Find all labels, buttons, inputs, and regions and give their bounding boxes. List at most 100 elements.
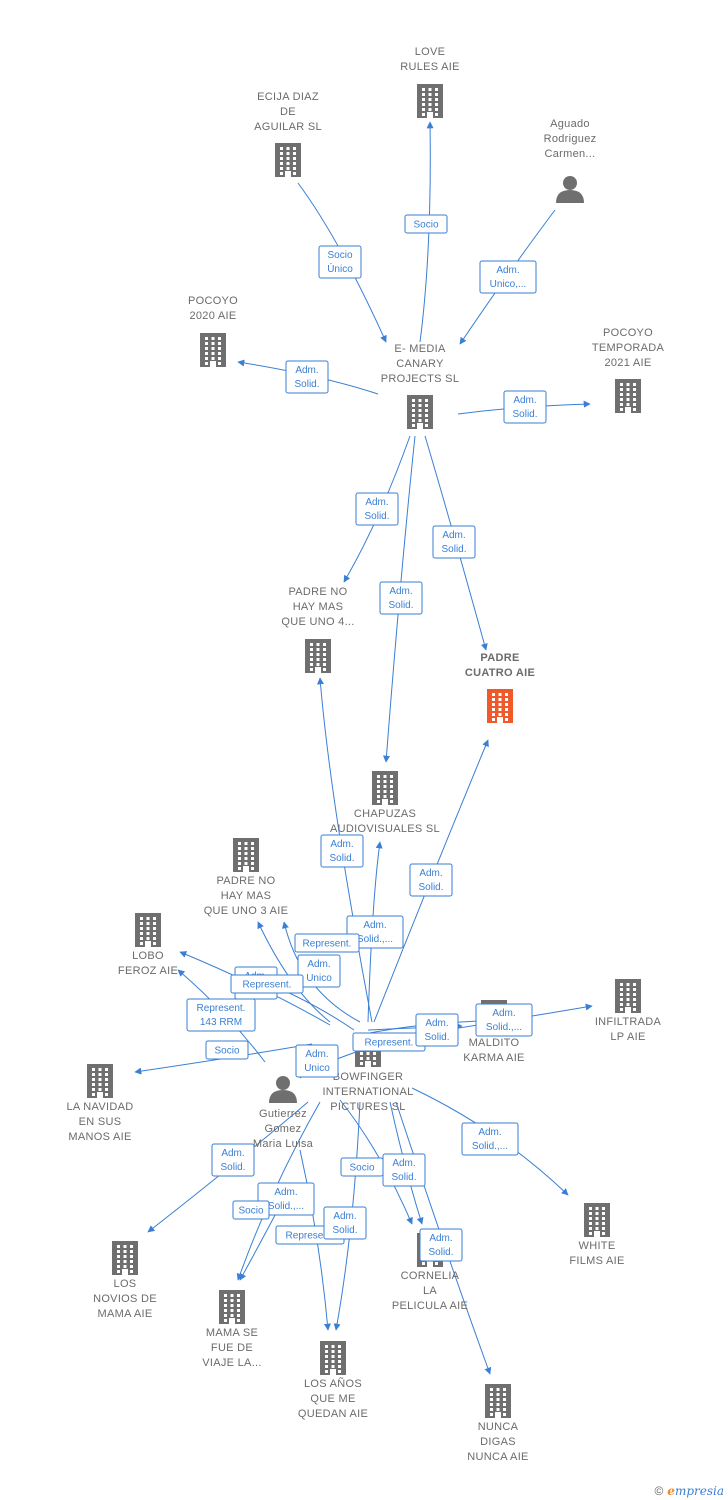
edge-label-text: Adm. bbox=[365, 497, 388, 508]
edge-label[interactable]: Adm.Unico bbox=[297, 954, 341, 988]
building-icon bbox=[407, 395, 433, 429]
node-label: LOBO bbox=[132, 950, 164, 962]
edge-label-text: Solid.,... bbox=[486, 1022, 522, 1033]
node-label: AGUILAR SL bbox=[254, 121, 322, 133]
node-label: MALDITO bbox=[469, 1037, 520, 1049]
edge-label-text: Solid.,... bbox=[268, 1201, 304, 1212]
edge-label-text: Unico bbox=[304, 1063, 330, 1074]
building-icon bbox=[112, 1241, 138, 1275]
node-label: PICTURES SL bbox=[330, 1101, 405, 1113]
node-label: Carmen... bbox=[545, 148, 596, 160]
edge-label[interactable]: Adm.Unico,... bbox=[479, 260, 537, 294]
edge-label[interactable]: Represent. bbox=[294, 933, 360, 953]
edge-label[interactable]: Adm.Solid. bbox=[379, 581, 423, 615]
building-icon bbox=[584, 1203, 610, 1237]
node-label: POCOYO bbox=[603, 327, 653, 339]
edge-label[interactable]: Represent. bbox=[230, 974, 304, 994]
edge-label[interactable]: Adm.Solid. bbox=[409, 863, 453, 897]
edge-label-box bbox=[257, 1182, 315, 1216]
edge-label[interactable]: Adm.Solid.,... bbox=[461, 1122, 519, 1156]
edge-label-box bbox=[230, 974, 304, 994]
edge-label[interactable]: Adm. Solid. bbox=[503, 390, 547, 424]
edge-label[interactable]: Adm.Solid.,... bbox=[257, 1182, 315, 1216]
edge-label[interactable]: Adm.Solid. bbox=[323, 1206, 367, 1240]
edge-label-box bbox=[211, 1143, 255, 1177]
node-label: AUDIOVISUALES SL bbox=[330, 823, 440, 835]
edge-label-text: Solid. bbox=[512, 409, 537, 420]
edge-label[interactable]: Adm.Solid. bbox=[320, 834, 364, 868]
edge-label-box bbox=[297, 954, 341, 988]
node-label: MAMA SE bbox=[206, 1327, 258, 1339]
edge-label[interactable]: Adm.Solid. bbox=[419, 1228, 463, 1262]
building-icon bbox=[87, 1064, 113, 1098]
edge-label[interactable]: Adm.Solid.,... bbox=[346, 915, 404, 949]
edge-label-text: Adm. bbox=[419, 868, 442, 879]
node-label: MANOS AIE bbox=[68, 1131, 131, 1143]
edge-label-text: Solid. bbox=[364, 511, 389, 522]
edge-label[interactable]: Socio bbox=[232, 1200, 270, 1220]
edge-label[interactable]: Socio bbox=[205, 1040, 249, 1060]
node-chapuzas[interactable]: CHAPUZAS AUDIOVISUALES SL bbox=[330, 771, 440, 835]
node-label: HAY MAS bbox=[293, 601, 344, 613]
node-label: BOWFINGER bbox=[333, 1071, 404, 1083]
edge-label-text: Adm. bbox=[392, 1158, 415, 1169]
brand-logo: empresia bbox=[667, 1484, 724, 1498]
edge-label-text: Adm. bbox=[513, 395, 536, 406]
edge-label[interactable]: Adm.Solid. bbox=[382, 1153, 426, 1187]
edge-label[interactable]: Socio bbox=[404, 214, 448, 234]
footer-brand[interactable]: ©empresia bbox=[654, 1484, 724, 1498]
edge-label[interactable]: Adm.Solid. bbox=[211, 1143, 255, 1177]
node-label: KARMA AIE bbox=[463, 1052, 524, 1064]
edge-label[interactable]: Adm.Solid. bbox=[415, 1013, 459, 1047]
node-label: CANARY bbox=[396, 358, 444, 370]
node-label: PADRE NO bbox=[288, 586, 347, 598]
node-aguado[interactable]: AguadoRodriguezCarmen... bbox=[544, 118, 597, 203]
edge-line bbox=[419, 121, 434, 343]
node-label: QUE UNO 3 AIE bbox=[204, 905, 289, 917]
edge-label-text: Socio bbox=[238, 1206, 263, 1217]
edge-label-box bbox=[382, 1153, 426, 1187]
node-label: NUNCA AIE bbox=[467, 1451, 528, 1463]
edge-label[interactable]: Adm.Unico bbox=[295, 1044, 339, 1078]
edge-label[interactable]: Adm. Solid. bbox=[355, 492, 399, 526]
node-label: TEMPORADA bbox=[592, 342, 665, 354]
edge-label[interactable]: Represent.143 RRM bbox=[186, 998, 256, 1032]
edge-label-box bbox=[294, 933, 360, 953]
node-label: Aguado bbox=[550, 118, 590, 130]
edge-label-box bbox=[323, 1206, 367, 1240]
node-label: 2020 AIE bbox=[189, 310, 236, 322]
edge-label[interactable]: Represent. bbox=[352, 1032, 426, 1052]
node-label: LOS AÑOS bbox=[304, 1377, 362, 1390]
edge-label-box bbox=[285, 360, 329, 394]
node-label: NOVIOS DE bbox=[93, 1293, 157, 1305]
node-label: CORNELIA bbox=[401, 1270, 460, 1282]
node-label: FUE DE bbox=[211, 1342, 253, 1354]
edge-label-text: Represent. bbox=[197, 1003, 246, 1014]
edge-label[interactable]: Adm.Solid. bbox=[285, 360, 329, 394]
node-label: CHAPUZAS bbox=[354, 808, 416, 820]
edge-label[interactable]: Adm.Solid.,... bbox=[475, 1003, 533, 1037]
edge-label[interactable]: Adm.Solid. bbox=[432, 525, 476, 559]
edge-label[interactable]: Socio bbox=[340, 1157, 384, 1177]
edge-label-box bbox=[295, 1044, 339, 1078]
edge-label-text: Socio bbox=[214, 1046, 239, 1057]
